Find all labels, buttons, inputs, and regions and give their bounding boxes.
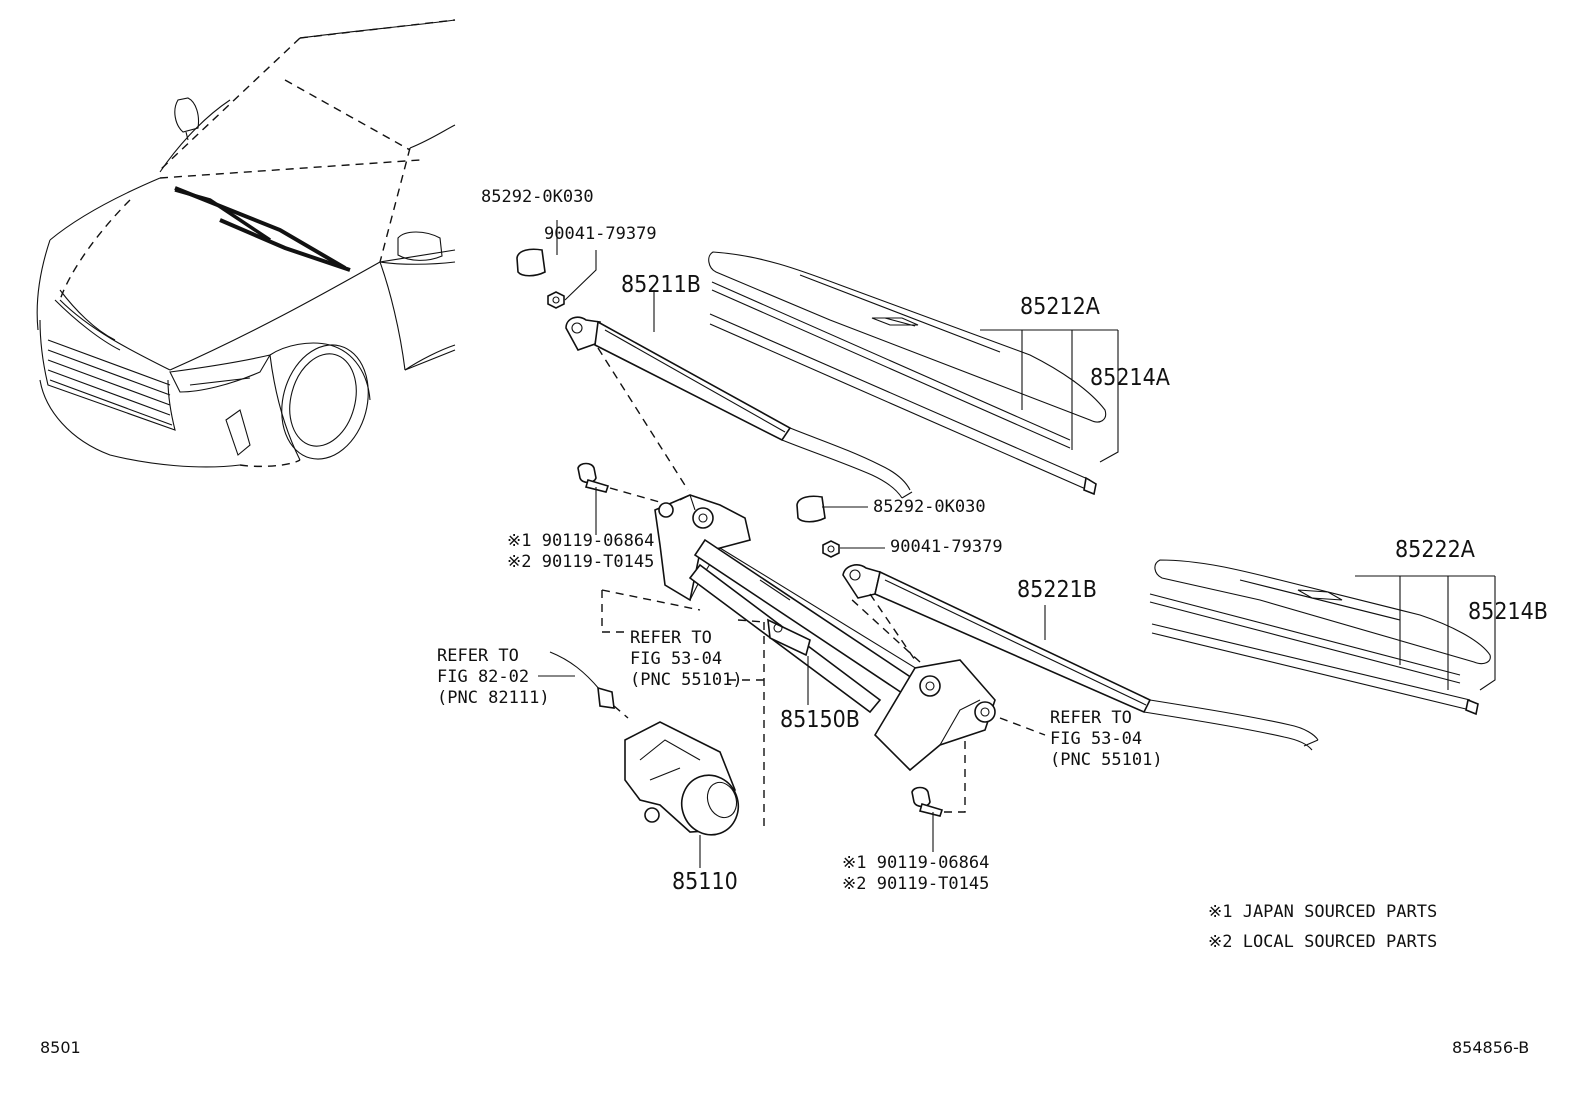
car-icon [36, 19, 456, 468]
cap-icon [516, 220, 558, 277]
nut-icon [822, 540, 885, 558]
wiper-blade-icon [1149, 559, 1496, 716]
wiper-link-icon [654, 494, 996, 772]
connector-icon [538, 651, 629, 719]
bolt-right-label-1: ※1 90119-06864 [842, 853, 990, 873]
blade-left-label: 85212A [1020, 294, 1100, 320]
note-local-sourced: ※2 LOCAL SOURCED PARTS [1208, 932, 1438, 952]
refer-fig-53-04-b-line3: (PNC 55101) [1050, 750, 1163, 770]
refer-fig-82-02-line3: (PNC 82111) [437, 688, 550, 708]
refer-fig-82-02-line2: FIG 82-02 [437, 667, 530, 687]
arm-right-label: 85221B [1017, 577, 1098, 603]
nut-right-label: 90041-79379 [890, 537, 1003, 557]
refer-fig-53-04-b-line2: FIG 53-04 [1050, 729, 1143, 749]
wiper-blade-icon [708, 251, 1119, 496]
bolt-icon [911, 717, 1046, 852]
bolt-right-label-2: ※2 90119-T0145 [842, 874, 990, 894]
cap-right-label: 85292-0K030 [873, 497, 986, 517]
cap-icon [796, 495, 868, 523]
refill-right-label: 85214B [1468, 599, 1549, 625]
bolt-left-label-2: ※2 90119-T0145 [507, 552, 655, 572]
note-japan-sourced: ※1 JAPAN SOURCED PARTS [1208, 902, 1438, 922]
wiper-motor-icon [624, 721, 740, 868]
nut-icon [547, 250, 597, 309]
blade-right-label: 85222A [1395, 537, 1475, 563]
refill-left-label: 85214A [1090, 365, 1170, 391]
figure-id: 854856-B [1452, 1038, 1530, 1057]
refer-fig-53-04-a-line2: FIG 53-04 [630, 649, 723, 669]
link-label: 85150B [780, 707, 861, 733]
refer-fig-53-04-a-line1: REFER TO [630, 628, 712, 648]
refer-fig-82-02-line1: REFER TO [437, 646, 519, 666]
wiper-arm-icon [842, 564, 1319, 751]
cap-left-label: 85292-0K030 [481, 187, 594, 207]
arm-left-label: 85211B [621, 272, 702, 298]
bolt-icon [577, 462, 671, 535]
bolt-left-label-1: ※1 90119-06864 [507, 531, 655, 551]
wiper-arm-icon [565, 290, 913, 499]
refer-fig-53-04-a-line3: (PNC 55101) [630, 670, 743, 690]
motor-label: 85110 [672, 869, 738, 895]
refer-fig-53-04-b-line1: REFER TO [1050, 708, 1132, 728]
page-id: 8501 [40, 1038, 81, 1057]
nut-left-label: 90041-79379 [544, 224, 657, 244]
